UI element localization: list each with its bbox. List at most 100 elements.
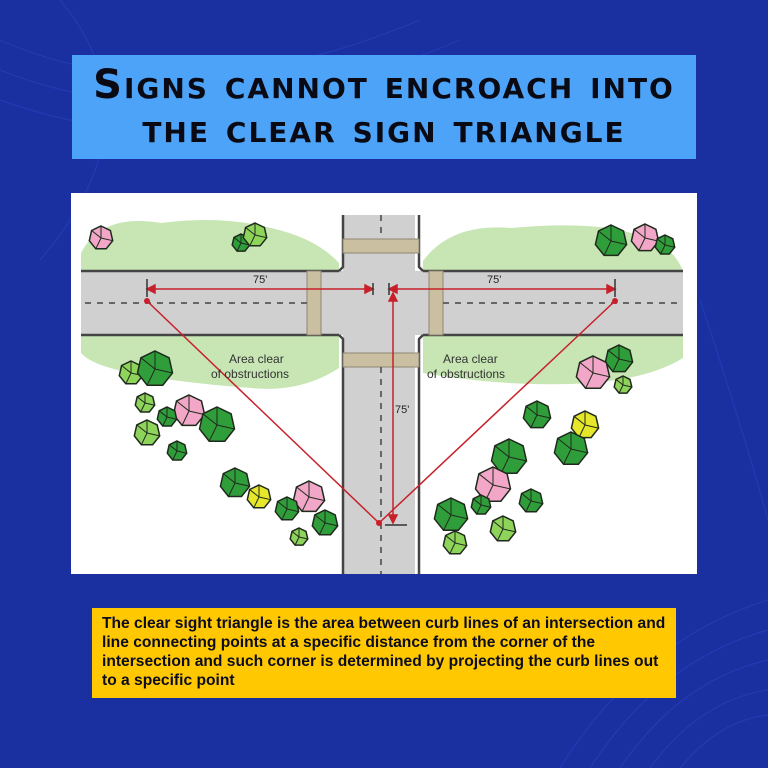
tree-branch [294,536,300,546]
tree-branch [222,473,236,484]
tree-branch [168,444,178,452]
intersection-diagram: 75' 75' 75' Area clear of obstructions A… [71,193,697,574]
tree-branch [308,496,325,502]
tree-branch [281,508,288,521]
tree-branch [530,414,538,428]
tree-branch [228,482,236,497]
tree-branch [573,415,586,426]
tree-branch [301,496,310,512]
tree-branch [563,448,572,465]
tree-branch [607,349,620,360]
tree-branch [622,384,632,388]
tree-branch [166,416,177,420]
tree-branch [314,514,326,524]
tree-branch [202,413,218,426]
tree-branch [618,384,624,394]
tree-branch [100,237,113,242]
tree-branch [277,501,288,510]
tree-branch [660,244,666,255]
lane-markings [85,215,681,574]
tree-branch [557,438,572,450]
tree-branch [140,357,156,370]
tree-branch [478,473,494,486]
tree-branch [208,424,218,442]
tree-branch [318,522,326,535]
caption-text: The clear sight triangle is the area bet… [102,615,666,689]
tree-branch [443,514,452,531]
area-label-left-1: Area clear [229,352,284,366]
tree-branch [610,240,627,246]
roads [81,215,683,574]
tree-branch [598,230,612,242]
tree-branch [291,531,300,538]
tree-branch [216,424,235,430]
title-banner: Signs cannot encroach into the clear sig… [72,55,696,159]
tree-branch [618,358,633,363]
tree-branch [450,514,468,520]
caption-box: The clear sight triangle is the area bet… [92,608,676,698]
tree-branch [476,504,482,515]
tree-branch [154,368,173,374]
tree-branch [136,424,148,434]
tree-branch [502,528,516,533]
tree-branch [525,500,532,513]
tree-branch [500,456,510,474]
tree-branch [530,500,543,505]
tree-branch [121,365,132,374]
tree-branch [234,482,250,487]
tree-branch [158,410,168,418]
tree-branch [494,445,510,458]
tree-branch [603,240,612,256]
tree-branch [236,242,242,252]
tree-branch [492,520,504,530]
tree-branch [249,489,260,498]
title-line-2: the clear sign triangle [142,106,626,152]
tree-branch [146,432,160,437]
tree-branch [615,379,624,386]
tree-branch [176,400,190,412]
tree-branch [472,498,482,506]
tree-branch [146,368,156,386]
crosswalks [306,238,444,368]
tree-branch [245,227,256,236]
tree-branch [258,496,271,501]
dimension-ticks [146,279,616,526]
tree-branch [492,484,511,490]
tree-branch [570,448,588,454]
tree-branch [612,358,620,372]
tree-branch [249,234,256,247]
tree-icons [88,222,676,555]
tree-branch [508,456,527,462]
tree-branch [253,496,260,509]
area-label-right-2: of obstructions [427,367,505,381]
tree-branch [296,486,310,498]
tree-branch [298,536,308,540]
tree-branch [579,362,594,374]
sight-points [144,298,618,526]
area-label-right-1: Area clear [443,352,498,366]
tree-branch [633,228,646,239]
tree-branch [496,528,504,541]
tree-branch [91,230,102,239]
tree-branch [656,238,666,246]
tree-branch [584,424,599,429]
tree-branch [95,237,102,250]
tree-branch [437,504,452,516]
tree-branch [480,504,491,508]
dim-label-right: 75' [487,274,501,286]
tree-branch [254,234,267,239]
tree-branch [536,414,551,419]
tree-branch [445,535,456,544]
title-line-1: Signs cannot encroach into [93,62,675,108]
tree-branch [188,410,205,416]
dim-label-left: 75' [253,274,267,286]
tree-branch [172,450,178,461]
area-label-left-2: of obstructions [211,367,289,381]
tree-branch [136,396,146,404]
sight-triangle [146,300,616,524]
dimension-lines [145,283,617,525]
tree-branch [176,450,187,454]
tree-branch [449,542,456,555]
tree-branch [140,402,146,413]
tree-branch [233,237,242,244]
